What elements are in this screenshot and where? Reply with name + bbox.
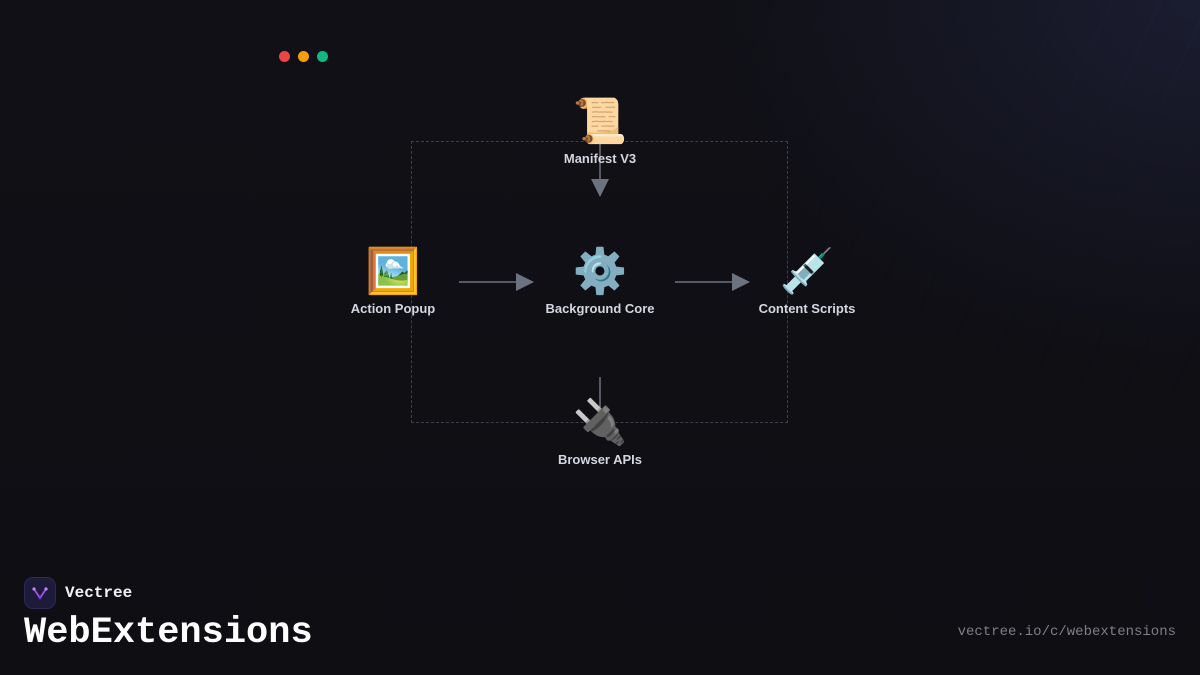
syringe-icon: 💉 <box>779 247 835 296</box>
background-group-box <box>411 141 788 423</box>
node-manifest[interactable]: 📜 Manifest V3 <box>520 97 680 166</box>
node-label-action-popup: Action Popup <box>350 301 436 316</box>
brand-name: Vectree <box>65 584 133 602</box>
node-action-popup[interactable]: 🖼️ Action Popup <box>313 247 473 316</box>
framed-picture-icon: 🖼️ <box>365 247 421 296</box>
minimize-dot[interactable] <box>298 51 309 62</box>
close-dot[interactable] <box>279 51 290 62</box>
gear-icon: ⚙️ <box>572 247 628 296</box>
page-url[interactable]: vectree.io/c/webextensions <box>957 624 1176 640</box>
node-content-scripts[interactable]: 💉 Content Scripts <box>727 247 887 316</box>
plug-icon: 🔌 <box>572 398 628 447</box>
window-controls <box>279 51 328 62</box>
maximize-dot[interactable] <box>317 51 328 62</box>
node-label-browser-apis: Browser APIs <box>557 452 643 467</box>
node-label-manifest: Manifest V3 <box>563 151 637 166</box>
node-label-content-scripts: Content Scripts <box>758 301 856 316</box>
node-background-core[interactable]: ⚙️ Background Core <box>520 247 680 316</box>
vectree-logo-icon <box>24 577 56 609</box>
node-browser-apis[interactable]: 🔌 Browser APIs <box>520 398 680 467</box>
page-title: WebExtensions <box>24 612 313 654</box>
node-label-background-core: Background Core <box>545 301 655 316</box>
brand[interactable]: Vectree <box>24 577 132 609</box>
scroll-icon: 📜 <box>572 97 628 146</box>
